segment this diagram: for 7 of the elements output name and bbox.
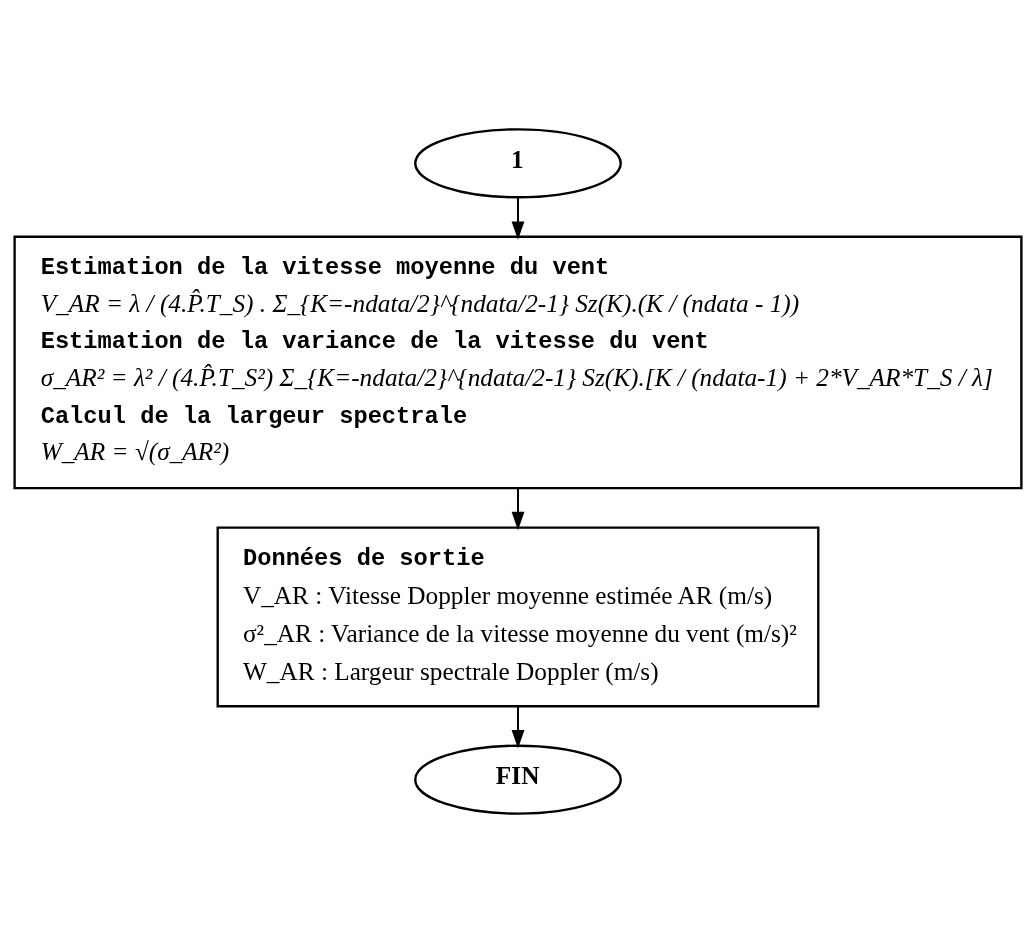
arrow [511,488,525,531]
arrow [511,197,525,240]
node-box: Estimation de la vitesse moyenne du vent V_AR = λ / (4.P̂.T_S) . Σ_{K=-ndata/2}^{ndata/2-1} Sz(K).(K / (ndata - 1)) Estimation de la variance de la vitesse du vent σ_AR² = λ² / (4.P̂.T_S²) Σ_{K=-ndata/2}^{ndata/2-1} Sz(K).[K / (ndata-1) + 2*V_AR*T_S / λ] Calcul de la largeur spectrale W_AR = √(σ_AR²) [13,235,1023,490]
arrow [511,706,525,749]
node-box: Données de sortie V_AR : Vitesse Doppler moyenne estimée AR (m/s) σ²_AR : Variance de la vitesse moyenne du vent (m/s)² W_AR : Largeur spectrale Doppler (m/s) [216,526,820,708]
node-ellipse: FIN [414,744,622,815]
node-ellipse: 1 [414,128,622,199]
